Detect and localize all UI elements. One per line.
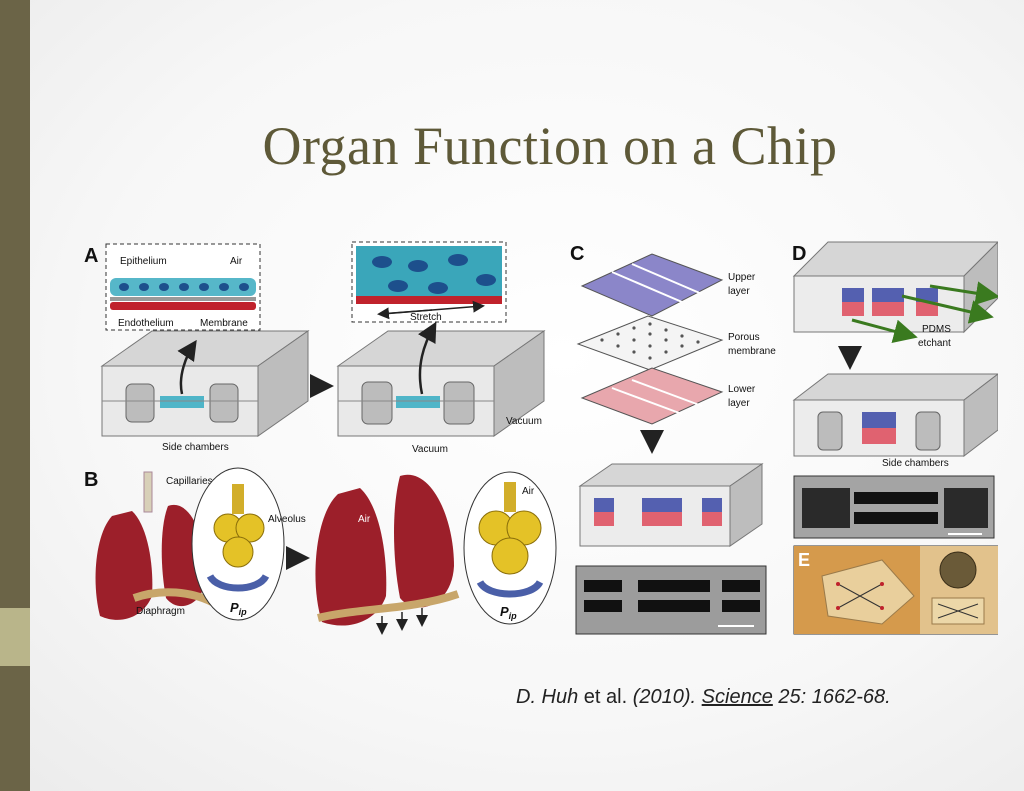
capillaries-label: Capillaries [166,476,213,487]
micrograph-c [575,565,767,635]
endothelium-label: Endothelium [118,318,174,329]
chip-device-right: Vacuum Vacuum [336,321,546,455]
panel-c: C Upper layer Porous membrane Lower laye [570,243,776,635]
air-label-b-left: Air [358,514,371,525]
lower-layer-label-1: Lower [728,384,756,395]
cell-layer-inset: Epithelium Air Endothelium Membrane [105,243,261,331]
assembled-chip-c [578,463,764,547]
sidebar-band-accent [0,608,30,666]
panel-a: A Epithelium Air Endothelium Membrane [84,241,546,455]
side-chambers-label-d: Side chambers [882,458,949,469]
panel-e: E [793,545,998,635]
porous-label-1: Porous [728,332,760,343]
stretch-label: Stretch [410,312,442,323]
slide-title: Organ Function on a Chip [262,116,838,176]
pip-right-label: P [500,604,509,619]
air-label-b-right: Air [522,486,535,497]
sidebar-band-bottom [0,666,30,791]
lower-layer-label-2: layer [728,398,750,409]
panel-label-c: C [570,243,584,265]
upper-layer-label-1: Upper [728,272,756,283]
pip-left-sub: ip [239,607,248,617]
stretched-cell-inset: Stretch [351,241,507,323]
svg-text:Pip: Pip [500,604,517,621]
micrograph-d [793,475,995,539]
organ-chip-figure: A Epithelium Air Endothelium Membrane [84,241,998,635]
citation-journal: Science [701,686,773,708]
citation-ref: 25: 1662-68. [772,686,891,708]
citation-year: (2010). [632,686,702,708]
alveolus-inset-right: Air Pip [463,471,557,625]
panel-label-d: D [792,243,806,265]
upper-layer: Upper layer [580,253,756,317]
side-chambers-label-a: Side chambers [162,442,229,453]
vacuum-label-right: Vacuum [506,416,542,427]
pdms-label: PDMS [922,324,951,335]
svg-text:Pip: Pip [230,600,247,617]
etchant-label: etchant [918,338,951,349]
panel-b: B Capillaries Diaphragm Alveolus Pip [84,467,557,635]
panel-d: D PDMS etchant Side chambers [792,241,998,539]
lungs-right: Air [315,474,460,635]
citation-etal: et al. [578,686,633,708]
sidebar-band-top [0,0,30,608]
alveolus-label: Alveolus [268,514,306,525]
chip-side-chambers: Side chambers [792,373,998,469]
panel-label-e: E [798,550,810,570]
upper-layer-label-2: layer [728,286,750,297]
epithelium-label: Epithelium [120,256,167,267]
alveolus-inset-left: Alveolus Pip [191,467,306,621]
citation: D. Huh et al. (2010). Science 25: 1662-6… [516,686,1006,709]
lower-layer: Lower layer [580,367,756,425]
porous-label-2: membrane [728,346,776,357]
porous-membrane: Porous membrane [576,315,776,371]
air-label-a: Air [230,256,243,267]
chip-etch: PDMS etchant [792,241,998,349]
diaphragm-label: Diaphragm [136,606,185,617]
vacuum-label-left: Vacuum [412,444,448,455]
panel-label-a: A [84,245,98,267]
citation-author: D. Huh [516,686,579,708]
pip-right-sub: ip [509,611,518,621]
panel-label-b: B [84,469,98,491]
pip-left-label: P [230,600,239,615]
chip-device-left: Side chambers [100,330,310,453]
membrane-label: Membrane [200,318,248,329]
